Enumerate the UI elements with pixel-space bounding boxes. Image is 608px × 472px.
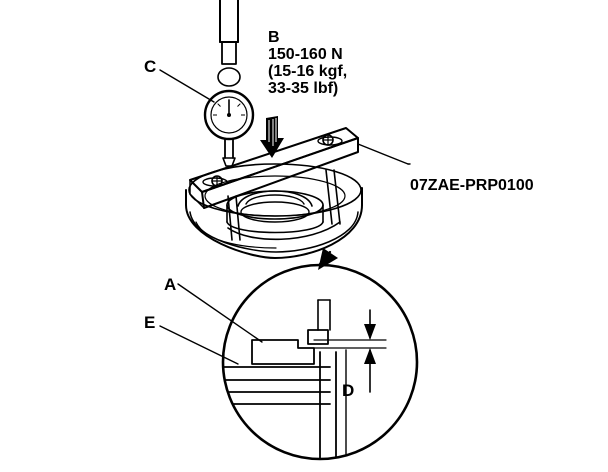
label-e: E [144, 313, 155, 332]
label-d: D [342, 381, 354, 400]
force-arrow [260, 116, 284, 158]
label-a: A [164, 275, 176, 294]
label-force-line2: (15-16 kgf, [268, 63, 347, 80]
dimension-d-arrows [364, 309, 376, 393]
label-force-line1: 150-160 N [268, 46, 343, 63]
special-tool-bar [189, 127, 359, 209]
detail-view [221, 263, 419, 461]
label-c: C [144, 57, 156, 76]
leader-lines [159, 69, 411, 365]
support-legs [227, 169, 341, 241]
labels: C B 150-160 N (15-16 kgf, 33-35 lbf) 07Z… [144, 29, 534, 400]
label-force-line3: 33-35 lbf) [268, 80, 338, 97]
dial-indicator [203, 0, 255, 167]
label-tool-number: 07ZAE-PRP0100 [410, 177, 534, 194]
housing [185, 163, 363, 259]
label-b: B [268, 29, 280, 46]
piston-assembly [226, 190, 324, 234]
